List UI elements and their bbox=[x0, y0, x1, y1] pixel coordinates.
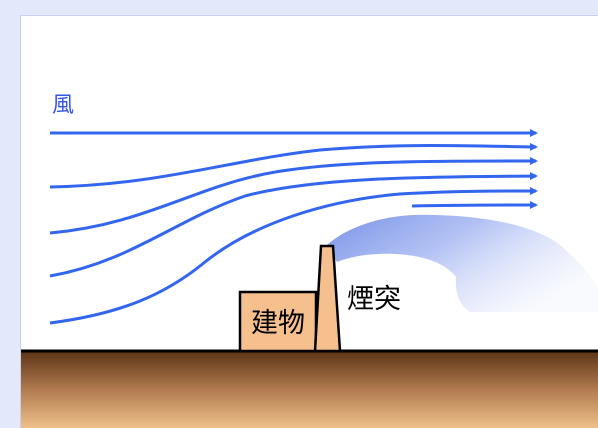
streamline-6 bbox=[411, 201, 538, 210]
streamline-4 bbox=[49, 172, 538, 278]
streamline-3 bbox=[49, 156, 538, 235]
chimney bbox=[313, 244, 342, 353]
building-label: 建物 bbox=[251, 308, 305, 339]
wind-streamlines bbox=[49, 129, 538, 325]
building bbox=[238, 290, 318, 353]
streamline-5 bbox=[49, 187, 538, 325]
ground bbox=[21, 351, 598, 428]
chimney-label: 煙突 bbox=[347, 284, 401, 315]
smoke-plume bbox=[326, 214, 598, 312]
streamline-2 bbox=[49, 142, 538, 189]
wind-label: 風 bbox=[52, 93, 74, 118]
